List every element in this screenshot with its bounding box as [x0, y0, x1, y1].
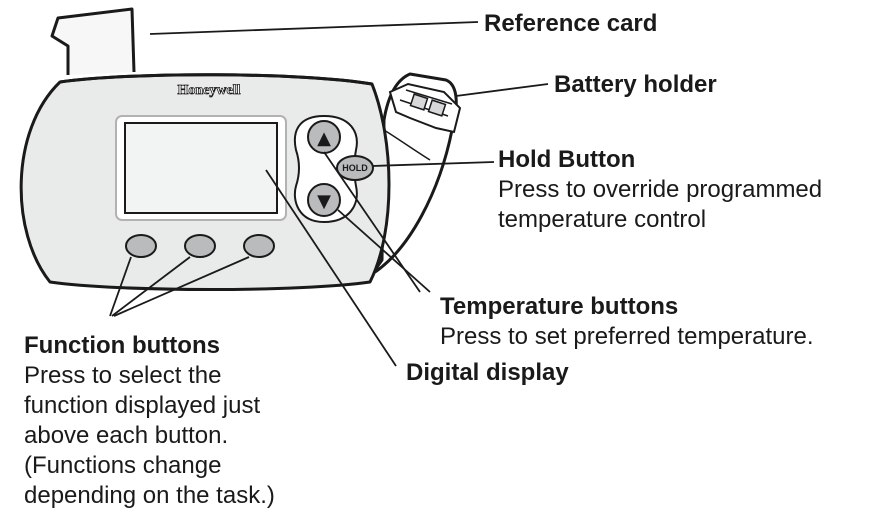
label-temperature-buttons-desc: Press to set preferred temperature. [440, 323, 814, 350]
label-function-buttons: Function buttons Press to select the fun… [24, 331, 275, 511]
leader-function-1 [109, 256, 132, 317]
leader-reference-card [149, 21, 479, 35]
leader-digital-display [265, 169, 397, 367]
label-function-buttons-title: Function buttons [24, 332, 220, 359]
label-function-buttons-desc: Press to select the [24, 362, 222, 389]
label-function-buttons-desc: (Functions change [24, 452, 222, 479]
label-hold-button-desc: Press to override programmed [498, 176, 823, 203]
label-hold-button-title: Hold Button [498, 146, 636, 173]
hold-button-text: HOLD [342, 163, 368, 173]
temperature-down-button[interactable] [307, 183, 341, 217]
label-reference-card-title: Reference card [484, 10, 658, 37]
reference-card [50, 7, 136, 75]
leader-function-2 [111, 256, 191, 317]
function-button-3[interactable] [243, 234, 275, 258]
label-digital-display: Digital display [406, 358, 569, 388]
leader-function-3 [113, 256, 250, 317]
leader-lines [109, 21, 549, 367]
leader-temperature-down [337, 209, 431, 293]
label-reference-card: Reference card [484, 9, 657, 39]
label-hold-button-desc: temperature control [498, 206, 707, 233]
label-function-buttons-desc: depending on the task.) [24, 482, 275, 509]
function-button-2[interactable] [184, 234, 216, 258]
brand-logo: Honeywell [178, 83, 241, 98]
leader-battery-holder [455, 83, 549, 97]
label-temperature-buttons: Temperature buttons Press to set preferr… [440, 292, 814, 352]
label-hold-button: Hold Button Press to override programmed… [498, 145, 822, 235]
digital-display [124, 122, 278, 214]
label-function-buttons-desc: above each button. [24, 422, 229, 449]
label-digital-display-title: Digital display [406, 359, 569, 386]
down-arrow-icon: ▼ [317, 191, 331, 212]
leader-hold-button [371, 161, 495, 167]
battery-holder [370, 72, 462, 276]
brand-plate [166, 80, 256, 98]
label-battery-holder: Battery holder [554, 70, 717, 100]
label-temperature-buttons-title: Temperature buttons [440, 293, 679, 320]
function-button-1[interactable] [125, 234, 157, 258]
hold-button[interactable] [336, 155, 374, 181]
label-function-buttons-desc: function displayed just [24, 392, 261, 419]
label-battery-holder-title: Battery holder [554, 71, 717, 98]
up-arrow-icon: ▲ [317, 128, 331, 149]
